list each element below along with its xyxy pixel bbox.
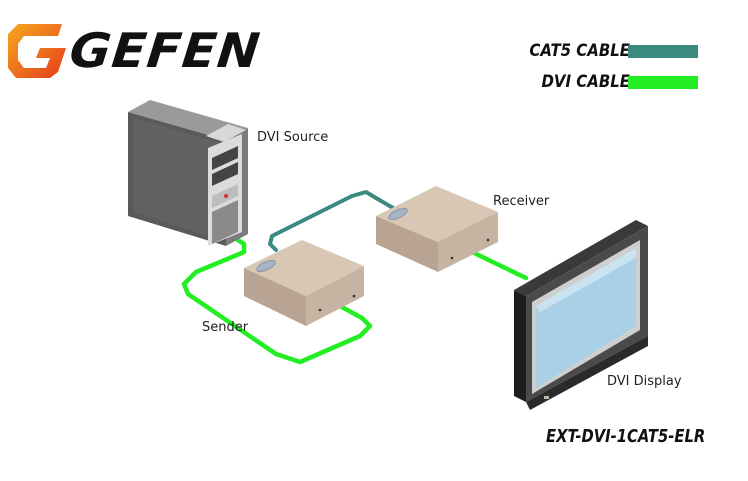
legend-swatch-dvi [628, 76, 698, 89]
gefen-logo [6, 22, 246, 80]
model-number: EXT-DVI-1CAT5-ELR [546, 426, 706, 447]
receiver-box-icon [376, 186, 498, 272]
display-monitor-icon [514, 220, 648, 410]
legend-label-dvi: DVI CABLE [541, 72, 630, 92]
gefen-g-logo-icon [8, 24, 66, 78]
dvi-display-label: DVI Display [607, 374, 682, 389]
dvi-cable-source-to-sender [181, 233, 373, 365]
sender-label: Sender [202, 320, 249, 335]
legend-label-cat5: CAT5 CABLE [529, 41, 630, 61]
sender-box-icon [244, 240, 364, 326]
receiver-label: Receiver [493, 194, 550, 209]
legend-swatch-cat5 [628, 45, 698, 58]
dvi-cable-receiver-to-display [469, 249, 529, 281]
cat5-cable-sender-to-receiver [268, 190, 402, 252]
dvi-source-label: DVI Source [257, 130, 329, 145]
pc-tower-icon [128, 100, 248, 246]
legend: CAT5 CABLE DVI CABLE [480, 40, 720, 100]
